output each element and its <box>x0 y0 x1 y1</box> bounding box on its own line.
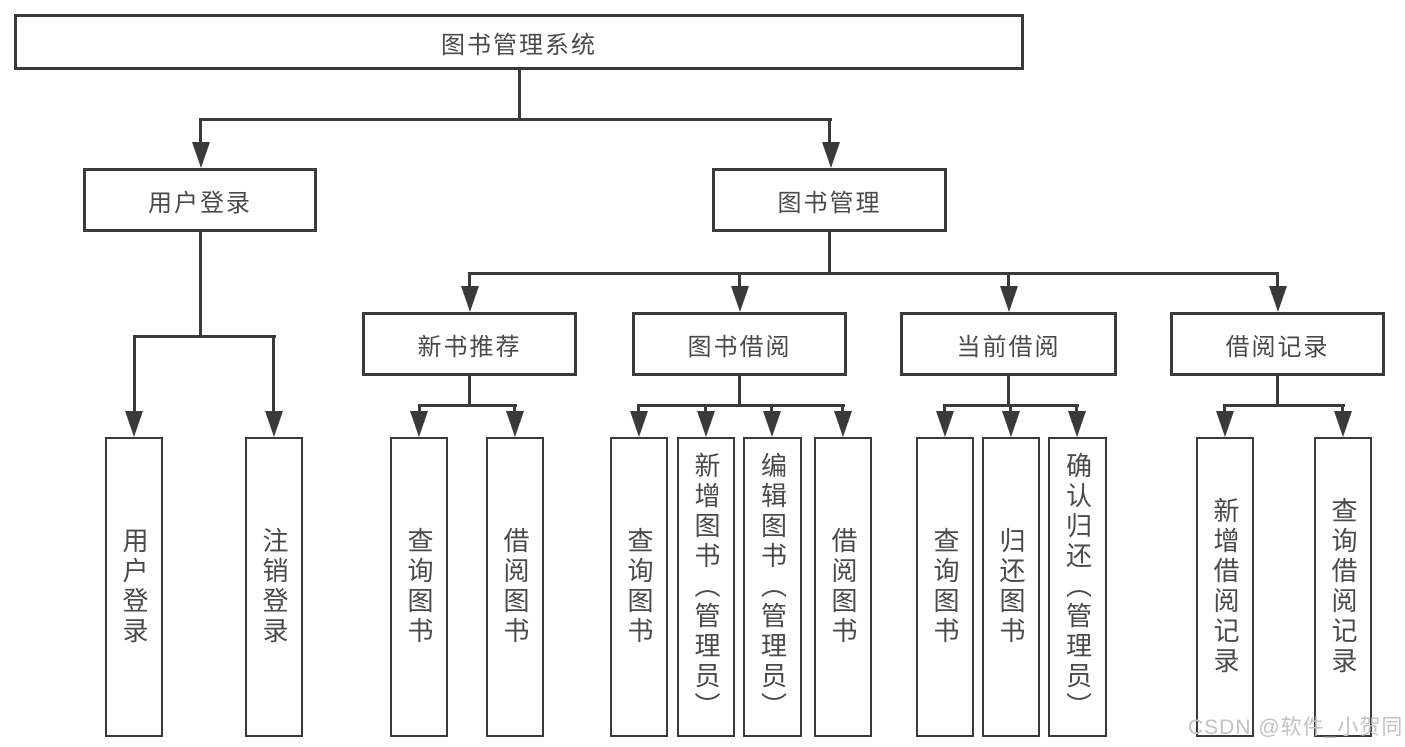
connector-line <box>637 404 640 416</box>
node-new-book-recommendation: 新书推荐 <box>362 312 577 376</box>
leaf-query-books-borrowing-label: 查询图书 <box>624 527 654 647</box>
arrow-down-icon <box>1002 411 1020 437</box>
node-current-borrowing: 当前借阅 <box>900 312 1117 376</box>
leaf-query-books-current: 查询图书 <box>916 437 974 737</box>
arrow-down-icon <box>1269 286 1287 312</box>
connector-line <box>468 272 471 292</box>
connector-line <box>468 375 471 406</box>
arrow-down-icon <box>763 411 781 437</box>
connector-line <box>841 404 844 416</box>
connector-line <box>828 231 831 275</box>
connector-line <box>738 375 741 406</box>
arrow-down-icon <box>731 286 749 312</box>
connector-line <box>518 68 521 121</box>
leaf-confirm-return-admin-label: 确认归还（管理员） <box>1062 452 1093 722</box>
node-book-borrowing: 图书借阅 <box>632 312 847 376</box>
connector-line <box>1009 404 1012 416</box>
arrow-down-icon <box>1334 411 1352 437</box>
leaf-user-login-label: 用户登录 <box>119 527 149 647</box>
connector-line <box>418 404 517 407</box>
arrow-down-icon <box>192 142 210 168</box>
leaf-query-borrow-record-label: 查询借阅记录 <box>1328 497 1358 677</box>
leaf-user-login: 用户登录 <box>105 437 163 737</box>
arrow-down-icon <box>1216 411 1234 437</box>
connector-line <box>828 118 831 148</box>
arrow-down-icon <box>1000 286 1018 312</box>
leaf-return-books-label: 归还图书 <box>996 527 1026 647</box>
node-book-management: 图书管理 <box>712 168 947 232</box>
node-user-login: 用户登录 <box>83 168 317 232</box>
connector-line <box>943 404 946 416</box>
leaf-logout: 注销登录 <box>245 437 303 737</box>
connector-line <box>1276 375 1279 406</box>
node-borrowing-records: 借阅记录 <box>1170 312 1385 376</box>
connector-line <box>199 118 832 121</box>
leaf-query-books-current-label: 查询图书 <box>930 527 960 647</box>
arrow-down-icon <box>936 411 954 437</box>
arrow-down-icon <box>697 411 715 437</box>
connector-line <box>133 335 276 338</box>
connector-line <box>738 272 741 292</box>
connector-line <box>704 404 707 416</box>
connector-line <box>1007 272 1010 292</box>
connector-line <box>418 404 421 416</box>
leaf-add-borrow-record-label: 新增借阅记录 <box>1210 497 1240 677</box>
arrow-down-icon <box>265 411 283 437</box>
node-library-system-label: 图书管理系统 <box>441 31 597 59</box>
leaf-add-borrow-record: 新增借阅记录 <box>1196 437 1254 737</box>
leaf-confirm-return-admin: 确认归还（管理员） <box>1048 437 1107 737</box>
leaf-add-books-admin-label: 新增图书（管理员） <box>691 452 721 722</box>
leaf-edit-books-admin-label: 编辑图书（管理员） <box>757 452 788 722</box>
arrow-down-icon <box>461 286 479 312</box>
leaf-borrow-books-recommend-label: 借阅图书 <box>500 527 530 647</box>
leaf-logout-label: 注销登录 <box>259 527 289 647</box>
connector-line <box>513 404 516 416</box>
leaf-query-books-borrowing: 查询图书 <box>610 437 668 737</box>
arrow-down-icon <box>125 411 143 437</box>
leaf-query-books-recommend: 查询图书 <box>390 437 448 737</box>
connector-line <box>199 118 202 148</box>
connector-line <box>272 335 275 415</box>
connector-line <box>133 335 136 415</box>
connector-line <box>1007 375 1010 406</box>
connector-line <box>1223 404 1226 416</box>
leaf-return-books: 归还图书 <box>982 437 1040 737</box>
leaf-edit-books-admin: 编辑图书（管理员） <box>743 437 802 737</box>
arrow-down-icon <box>410 411 428 437</box>
connector-line <box>199 231 202 338</box>
connector-line <box>1276 272 1279 292</box>
leaf-query-books-recommend-label: 查询图书 <box>404 527 434 647</box>
connector-line <box>468 272 1279 275</box>
node-library-system: 图书管理系统 <box>14 14 1024 70</box>
connector-line <box>1341 404 1344 416</box>
leaf-add-books-admin: 新增图书（管理员） <box>677 437 735 737</box>
node-book-borrowing-label: 图书借阅 <box>687 333 792 361</box>
connector-line <box>1075 404 1078 416</box>
leaf-borrow-books-borrowing: 借阅图书 <box>814 437 872 737</box>
connector-line <box>637 404 845 407</box>
arrow-down-icon <box>630 411 648 437</box>
arrow-down-icon <box>506 411 524 437</box>
node-book-management-label: 图书管理 <box>777 189 882 217</box>
connector-line <box>1223 404 1345 407</box>
node-new-book-recommendation-label: 新书推荐 <box>417 333 522 361</box>
leaf-borrow-books-recommend: 借阅图书 <box>486 437 544 737</box>
csdn-watermark: CSDN @软件_小贺同学 <box>1188 716 1405 739</box>
leaf-borrow-books-borrowing-label: 借阅图书 <box>828 527 858 647</box>
node-borrowing-records-label: 借阅记录 <box>1225 333 1330 361</box>
node-current-borrowing-label: 当前借阅 <box>956 333 1061 361</box>
arrow-down-icon <box>822 142 840 168</box>
arrow-down-icon <box>834 411 852 437</box>
arrow-down-icon <box>1068 411 1086 437</box>
leaf-query-borrow-record: 查询借阅记录 <box>1314 437 1372 737</box>
node-user-login-label: 用户登录 <box>148 189 252 217</box>
connector-line <box>770 404 773 416</box>
